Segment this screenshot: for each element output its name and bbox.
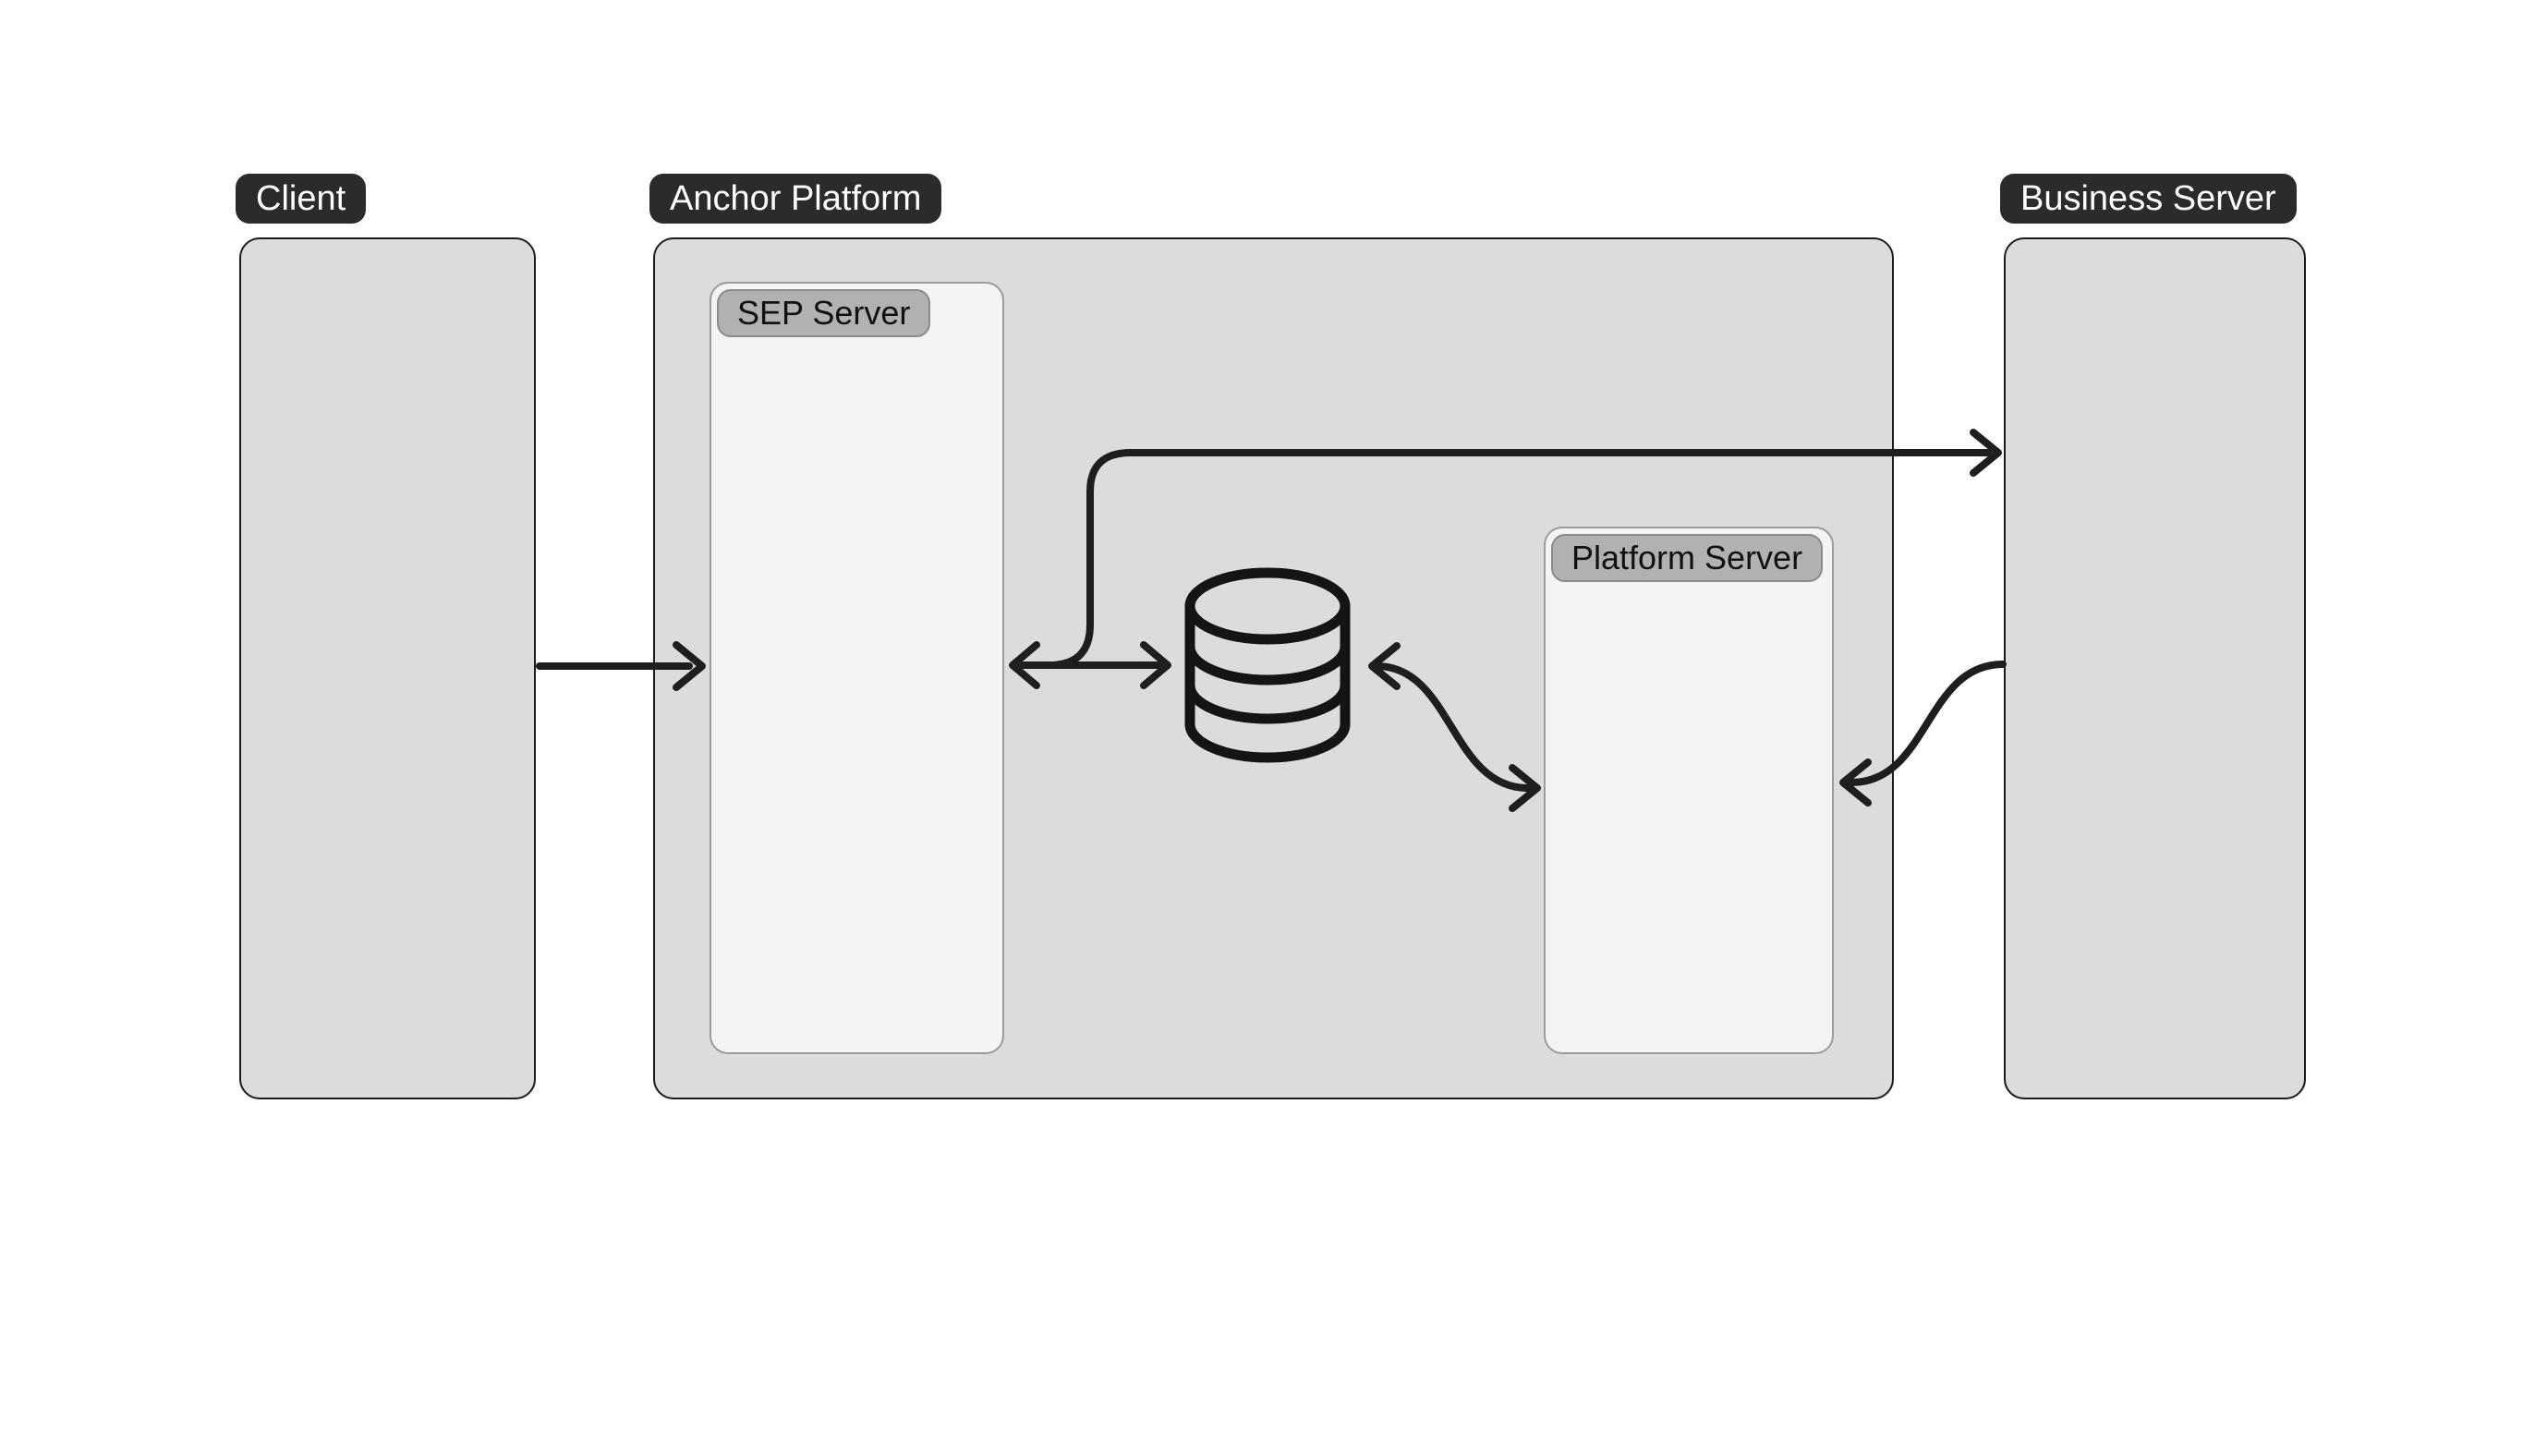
platform-server-label: Platform Server	[1551, 534, 1824, 582]
sep-server-label: SEP Server	[717, 289, 931, 337]
sep-server-box: SEP Server	[710, 282, 1004, 1054]
business-server-box	[2004, 237, 2306, 1099]
anchor-platform-group-label: Anchor Platform	[649, 174, 942, 224]
platform-server-box: Platform Server	[1544, 527, 1834, 1054]
anchor-platform-box: SEP Server Platform Server	[653, 237, 1894, 1099]
client-group-label: Client	[236, 174, 367, 224]
client-box	[239, 237, 536, 1099]
business-server-group-label: Business Server	[2000, 174, 2297, 224]
